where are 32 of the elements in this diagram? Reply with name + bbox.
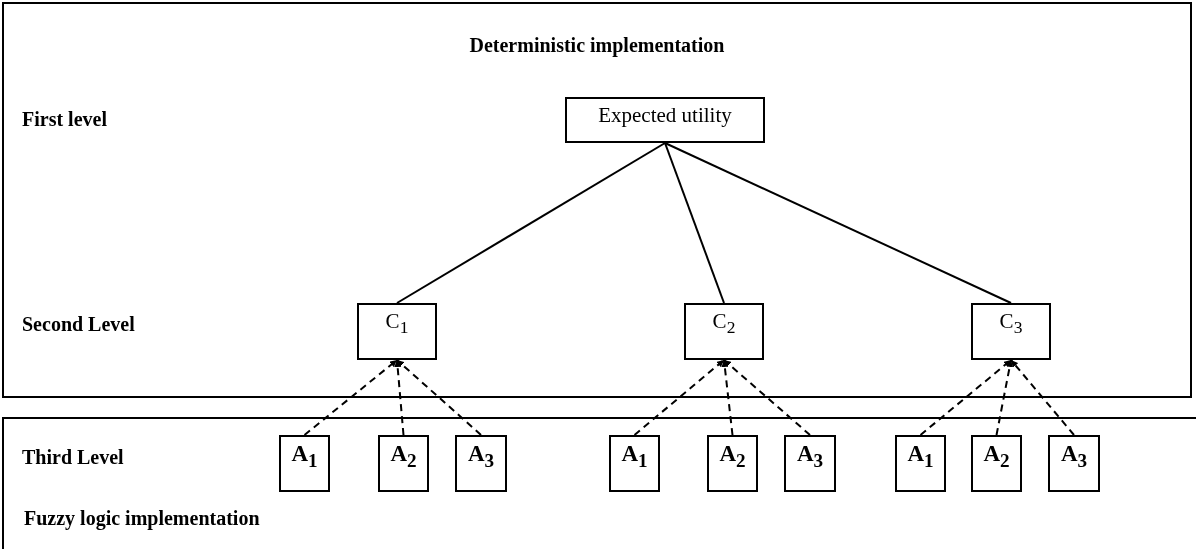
connector-line: [1010, 359, 1075, 436]
connector-line: [995, 359, 1014, 436]
node-box: A$_{3}$: [455, 435, 507, 492]
connector-line: [303, 359, 398, 436]
node-box: Expected utility: [565, 97, 765, 143]
section-title: Deterministic implementation: [468, 34, 726, 57]
node-box: A$_{2}$: [707, 435, 758, 492]
connector-line: [394, 359, 405, 436]
connector-line: [664, 142, 725, 304]
connector-line: [723, 359, 811, 436]
level-label: Third Level: [22, 446, 124, 469]
level-label: Second Level: [22, 313, 135, 336]
section-panel: [2, 417, 1196, 549]
node-box: A$_{1}$: [895, 435, 946, 492]
connector-line: [396, 142, 666, 304]
node-box: C$_{1}$: [357, 303, 437, 360]
connector-line: [721, 359, 734, 436]
level-label: First level: [22, 108, 107, 131]
node-box: A$_{2}$: [971, 435, 1022, 492]
node-box: C$_{3}$: [971, 303, 1051, 360]
node-box: C$_{2}$: [684, 303, 764, 360]
connector-line: [919, 359, 1012, 436]
node-box: A$_{2}$: [378, 435, 429, 492]
section-panel: [2, 2, 1192, 398]
node-box: A$_{1}$: [609, 435, 660, 492]
section-title: Fuzzy logic implementation: [24, 507, 260, 530]
node-box: A$_{3}$: [784, 435, 836, 492]
connector-line: [396, 359, 482, 436]
connector-line: [633, 359, 725, 436]
node-box: A$_{1}$: [279, 435, 330, 492]
connector-line: [664, 142, 1012, 304]
node-box: A$_{3}$: [1048, 435, 1100, 492]
